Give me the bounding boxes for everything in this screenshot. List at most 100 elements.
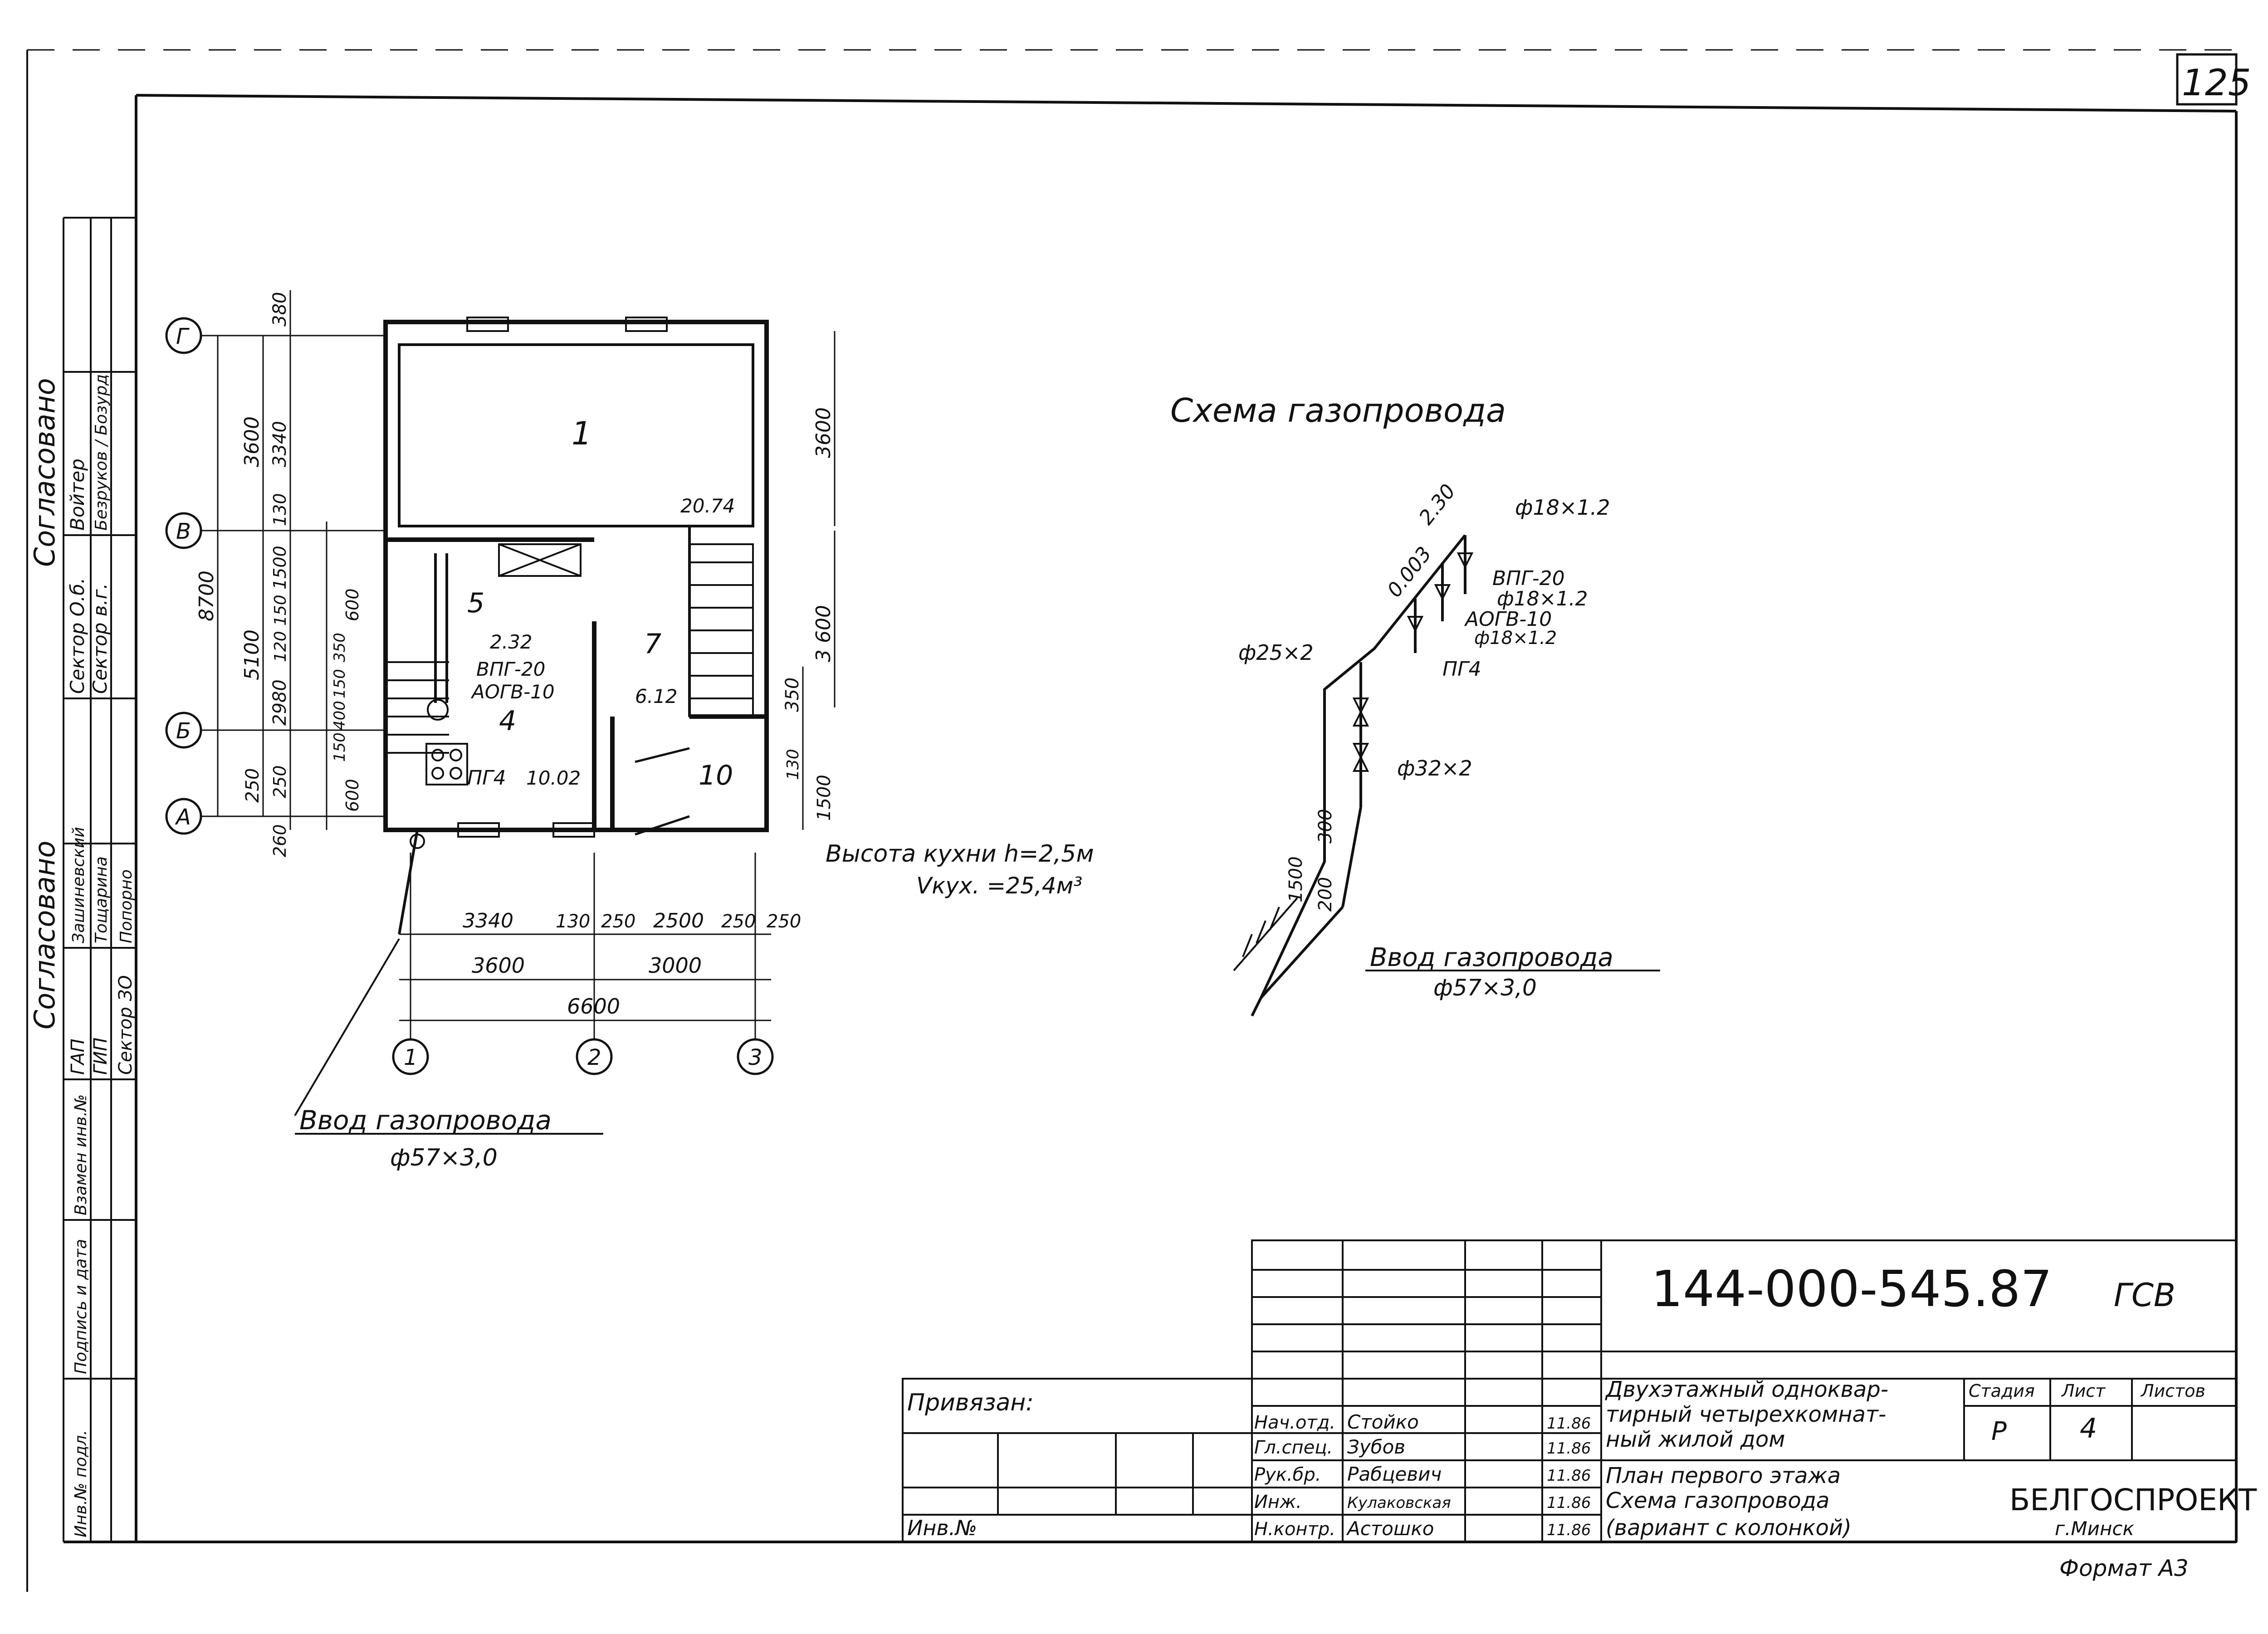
area-room-7: 6.12 [635, 685, 678, 707]
dim-3600-left: 3600 [240, 416, 264, 467]
agreed-role-2: Сектор в.г. [89, 583, 111, 694]
axis-3: 3 [748, 1045, 763, 1070]
staff-rows: Нач.отд. Стойко 11.86 Гл.спец. Зубов 11.… [1254, 1411, 1591, 1540]
scheme-pipe-d25: ф25×2 [1238, 640, 1314, 665]
dim-3600-right-a: 3600 [812, 407, 835, 458]
replaced-inv-label: Взамен инв.№ [72, 1094, 90, 1215]
dim-400: 400 [331, 701, 349, 730]
agreed-bottom-row-2: Тощарина [92, 856, 111, 943]
dim-130-a: 130 [270, 493, 290, 526]
right-dimension-lines [802, 331, 836, 830]
staff-name-1: Зубов [1347, 1436, 1405, 1458]
axis-G: Г [176, 324, 190, 349]
dim-1500-right: 1500 [814, 775, 835, 821]
row-axes [165, 317, 774, 1075]
sector-zo-label: Сектор ЗО [115, 975, 136, 1075]
dim-350-left: 350 [331, 633, 349, 662]
agreement-labels: Согласовано Согласовано Сектор О.б. Войт… [28, 374, 136, 1537]
org-city: г.Минск [2055, 1517, 2135, 1540]
agreed-name-1: Войтер [66, 458, 88, 531]
inv-label: Инв.№ [907, 1516, 977, 1540]
staff-name-2: Рабцевич [1347, 1463, 1442, 1485]
scheme-level-2-30: 2.30 [1414, 480, 1460, 529]
dim-bottom-250-c: 250 [767, 911, 801, 932]
dim-250-inner: 250 [270, 765, 290, 798]
dim-120: 120 [271, 631, 290, 662]
dim-260: 260 [270, 824, 290, 857]
scheme-inlet-size: ф57×3,0 [1433, 975, 1537, 1001]
sheet-line-2: Схема газопровода [1606, 1488, 1829, 1513]
scheme-title: Схема газопровода [1170, 391, 1506, 429]
scheme-slope: 0.003 [1383, 542, 1436, 602]
staff-date-0: 11.86 [1547, 1415, 1591, 1433]
doc-mark: ГСВ [2114, 1277, 2175, 1314]
scheme-valves [1352, 552, 1474, 772]
object-name: Двухэтажный одноквар- тирный четырехкомн… [1605, 1377, 1888, 1452]
dim-380: 380 [269, 292, 290, 327]
stage-header: Стадия [1969, 1381, 2035, 1401]
scheme-vpg20: ВПГ-20 [1492, 567, 1565, 590]
staff-role-3: Инж. [1254, 1492, 1302, 1512]
dim-bottom-3600: 3600 [472, 953, 525, 978]
sheet-line-1: План первого этажа [1606, 1463, 1841, 1488]
axis-A: А [175, 805, 191, 830]
room-4: 4 [499, 705, 516, 737]
dim-bottom-6600: 6600 [567, 994, 620, 1019]
staff-date-3: 11.86 [1547, 1494, 1591, 1512]
title-block-grid [902, 1239, 2237, 1543]
gip-label: ГИП [90, 1038, 111, 1075]
dim-150-c: 150 [331, 732, 349, 762]
room-7: 7 [644, 628, 661, 660]
plan-inlet-size: ф57×3,0 [390, 1144, 498, 1171]
dim-2980: 2980 [269, 679, 290, 726]
doc-code: 144-000-545.87 [1651, 1260, 2052, 1318]
staff-name-3: Кулаковская [1347, 1494, 1451, 1512]
plan-equipment-labels: ВПГ-20 АОГВ-10 ПГ4 [467, 658, 555, 790]
dim-1500-left: 1500 [270, 546, 290, 590]
axis-1: 1 [404, 1045, 418, 1070]
object-line-1: Двухэтажный одноквар- [1605, 1377, 1888, 1402]
scheme-pipes [1251, 534, 1466, 1017]
org-name: БЕЛГОСПРОЕКТ [2009, 1483, 2257, 1517]
room-1: 1 [572, 415, 592, 452]
staff-role-2: Рук.бр. [1254, 1464, 1321, 1485]
agreed-bottom-row-1: Зашиневский [69, 827, 88, 943]
staff-date-1: 11.86 [1547, 1439, 1591, 1458]
plan-fixtures [398, 543, 582, 935]
dim-5100: 5100 [240, 629, 264, 680]
agreed-bottom-row-3: Попорно [117, 869, 136, 943]
dim-350-right: 350 [782, 678, 803, 712]
axis-2: 2 [587, 1045, 601, 1070]
scheme-pipe-d18-b: ф18×1.2 [1497, 587, 1588, 610]
dim-600-a: 600 [342, 588, 362, 621]
agreed-role-1: Сектор О.б. [66, 578, 88, 694]
staff-date-4: 11.86 [1547, 1521, 1591, 1539]
plan-windows [457, 317, 668, 838]
room-10: 10 [699, 760, 733, 791]
staff-role-1: Гл.спец. [1254, 1437, 1333, 1458]
dim-150-left: 150 [271, 595, 290, 626]
scheme-pipe-d18-c: ф18×1.2 [1474, 628, 1557, 649]
staff-name-0: Стойко [1347, 1411, 1419, 1433]
plan-inlet-leader [294, 938, 400, 1117]
staff-name-4: Астошко [1346, 1517, 1434, 1540]
plan-stair [386, 543, 754, 754]
scheme-dim-200: 200 [1315, 877, 1336, 912]
level-marks: 20.74 2.32 6.12 10.02 [490, 495, 735, 789]
title-block: 144-000-545.87 ГСВ Привязан: Инв.№ Нач.о… [902, 1239, 2257, 1543]
dim-bottom-3340: 3340 [463, 909, 513, 932]
agreement-strip [63, 217, 136, 1542]
staff-role-4: Н.контр. [1254, 1519, 1335, 1540]
object-line-3: ный жилой дом [1606, 1427, 1785, 1452]
scheme-dim-300: 300 [1315, 809, 1336, 844]
area-room-5: 2.32 [490, 631, 533, 653]
agreed-bottom-label: Согласовано [28, 841, 61, 1029]
scheme-pipe-d32: ф32×2 [1397, 756, 1472, 780]
staff-date-2: 11.86 [1547, 1467, 1591, 1485]
dim-8700: 8700 [195, 571, 218, 621]
dim-130-right: 130 [784, 749, 802, 780]
scheme-ground [1233, 897, 1298, 971]
room-5: 5 [467, 587, 484, 619]
signature-date-label: Подпись и дата [72, 1239, 90, 1374]
